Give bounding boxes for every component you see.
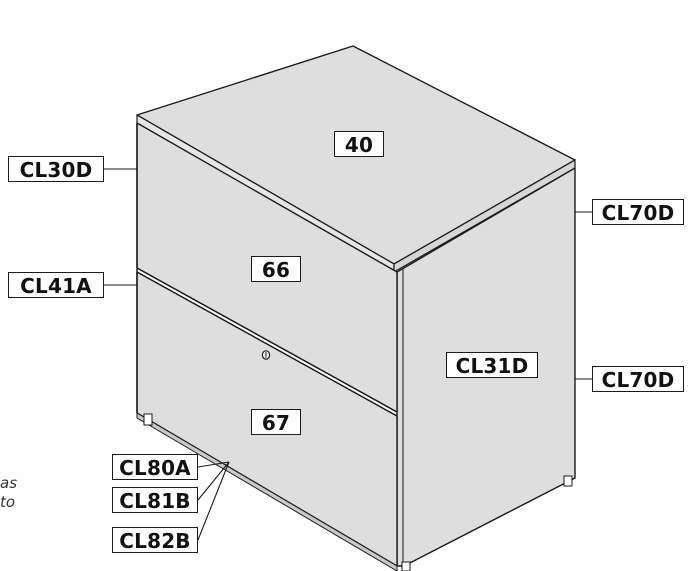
label-cl81b: CL81B xyxy=(112,487,198,513)
label-lower-drawer: 67 xyxy=(251,409,301,435)
label-top-panel: 40 xyxy=(334,131,384,157)
leader-cl82b xyxy=(197,461,230,541)
front-right-foot xyxy=(401,561,411,571)
drawer-gap-line xyxy=(136,267,398,413)
label-cl70d-lower: CL70D xyxy=(592,366,684,392)
label-cl82b: CL82B xyxy=(112,527,198,553)
label-cl41a: CL41A xyxy=(8,272,104,298)
label-cl80a: CL80A xyxy=(112,454,198,480)
label-upper-drawer: 66 xyxy=(251,256,301,282)
note-line-2: to xyxy=(0,493,16,511)
front-left-foot xyxy=(143,413,153,426)
note-line-1: as xyxy=(0,474,18,492)
keyhole-icon xyxy=(261,350,271,360)
back-right-foot xyxy=(563,475,573,487)
drawer-gap-line-2 xyxy=(136,271,398,417)
label-cl30d: CL30D xyxy=(8,156,104,182)
base-strip xyxy=(136,412,398,571)
label-side-panel: CL31D xyxy=(446,352,538,378)
label-cl70d-upper: CL70D xyxy=(592,199,684,225)
leader-cl80a xyxy=(197,461,230,468)
leader-cl81b xyxy=(197,461,230,501)
